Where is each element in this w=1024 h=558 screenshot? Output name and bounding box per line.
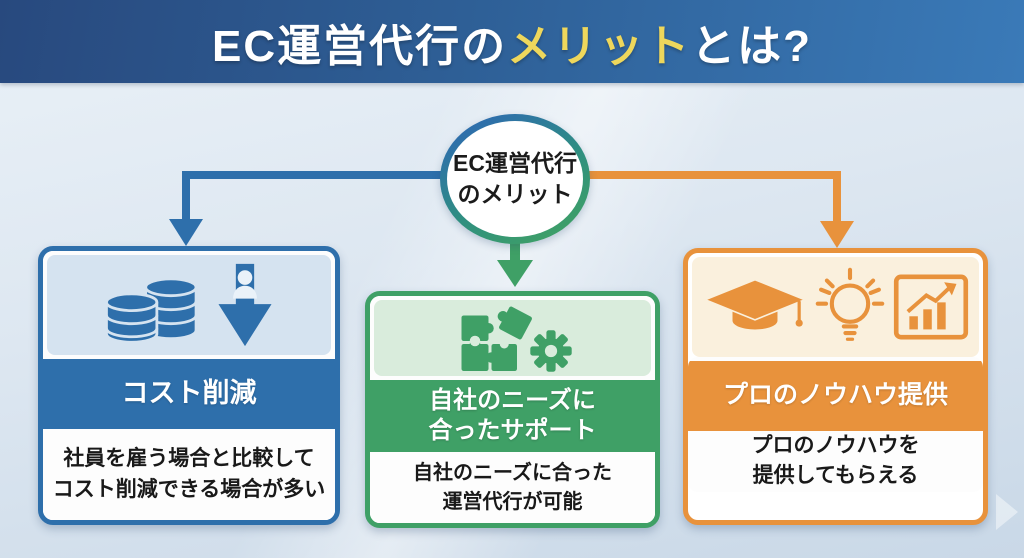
support-card-description: 自社のニーズに合った 運営代行が可能 bbox=[370, 452, 655, 523]
cost-icon-panel bbox=[47, 255, 331, 355]
graduation-cap-icon bbox=[702, 277, 808, 337]
puzzle-pieces-icon bbox=[452, 302, 546, 374]
title-suffix: とは? bbox=[691, 21, 812, 71]
hub-label: EC運営代行 のメリット bbox=[453, 149, 577, 207]
title-highlight: メリット bbox=[507, 21, 692, 71]
support-card-title: 自社のニーズに 合ったサポート bbox=[370, 380, 655, 452]
growth-chart-icon bbox=[892, 273, 970, 341]
support-icon-panel bbox=[374, 300, 651, 376]
card-needs-support: 自社のニーズに 合ったサポート 自社のニーズに合った 運営代行が可能 bbox=[365, 291, 660, 528]
cost-card-title: コスト削減 bbox=[43, 359, 335, 429]
gear-icon bbox=[528, 328, 574, 374]
knowhow-card-title: プロのノウハウ提供 bbox=[688, 361, 983, 431]
coin-stack-icon bbox=[103, 263, 207, 347]
connector-right-arrow bbox=[585, 171, 854, 248]
lightbulb-icon bbox=[812, 265, 888, 349]
page-title: EC運営代行のメリットとは? bbox=[212, 10, 812, 74]
cost-card-description: 社員を雇う場合と比較して コスト削減できる場合が多い bbox=[43, 429, 335, 520]
connector-left-arrow bbox=[169, 171, 445, 246]
connector-down-arrow bbox=[497, 235, 533, 287]
title-prefix: EC運営代行の bbox=[211, 21, 508, 71]
knowhow-card-description: プロのノウハウを 提供してもらえる bbox=[688, 431, 983, 492]
knowhow-icon-panel bbox=[692, 257, 979, 357]
person-cost-down-arrow-icon bbox=[215, 262, 275, 348]
hub-circle: EC運営代行 のメリット bbox=[440, 114, 590, 244]
card-pro-knowhow: プロのノウハウ提供 プロのノウハウを 提供してもらえる bbox=[683, 248, 988, 525]
card-cost-reduction: コスト削減 社員を雇う場合と比較して コスト削減できる場合が多い bbox=[38, 246, 340, 525]
background-chevron-decoration bbox=[996, 494, 1018, 530]
header-banner: EC運営代行のメリットとは? bbox=[0, 0, 1024, 83]
